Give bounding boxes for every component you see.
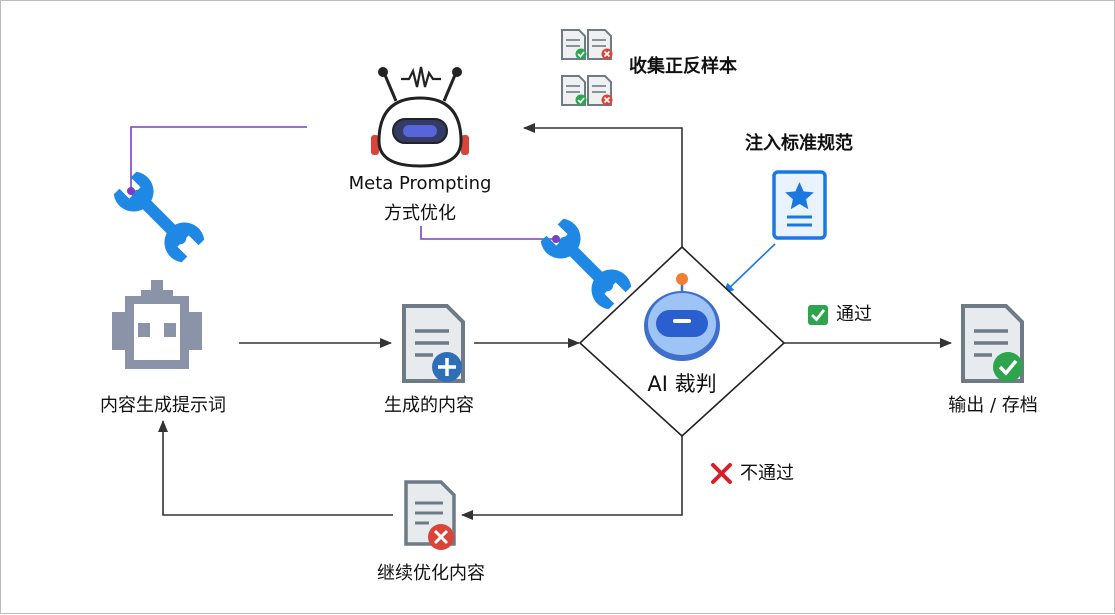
arrow-optimize-to-prompt: [158, 420, 393, 516]
document-plus-icon: [402, 304, 465, 383]
robot-head-icon: [112, 280, 202, 369]
meta-label-line1: Meta Prompting: [348, 173, 492, 194]
wrench-icon: [538, 216, 634, 312]
meta-label-line2: 方式优化: [384, 203, 456, 224]
sample-documents-icon: [561, 29, 613, 106]
node-label-prompt: 内容生成提示词: [100, 395, 226, 416]
node-label-output: 输出 / 存档: [948, 395, 1038, 416]
purple-line-center: [420, 226, 553, 240]
purple-joint-left: [127, 187, 135, 195]
cross-icon: [711, 463, 732, 484]
purple-joint-center: [552, 235, 560, 243]
arrow-judge-to-optimize: [461, 436, 683, 520]
robot-head-antenna-icon: [371, 66, 469, 168]
annotation-fail: 不通过: [740, 463, 794, 484]
arrow-judge-to-meta: [523, 123, 683, 247]
document-cross-icon: [404, 480, 456, 550]
node-label-judge: AI 裁判: [647, 372, 717, 396]
wrench-icon: [111, 169, 207, 265]
purple-line-left: [130, 126, 307, 191]
check-box-icon: [808, 305, 828, 325]
annotation-standards: 注入标准规范: [745, 133, 853, 154]
document-check-icon: [961, 304, 1024, 383]
node-label-generated: 生成的内容: [384, 395, 474, 416]
node-label-optimize: 继续优化内容: [377, 563, 485, 584]
arrow-standards-to-judge: [722, 243, 776, 295]
annotation-pass: 通过: [836, 304, 872, 325]
robot-icon: [644, 273, 720, 361]
badge-document-icon: [772, 170, 827, 240]
annotation-samples: 收集正反样本: [629, 56, 737, 77]
